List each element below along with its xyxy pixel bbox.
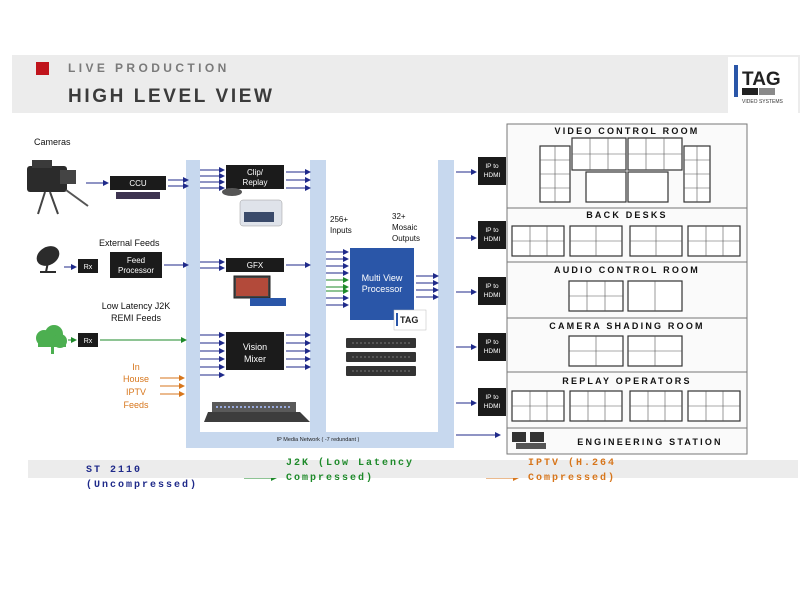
outputs-label-2: Mosaic xyxy=(392,223,417,232)
clip-replay-box xyxy=(226,165,284,189)
vision-mixer-box xyxy=(226,332,284,370)
replay-device-icon xyxy=(222,188,283,227)
gfx-box xyxy=(226,258,284,272)
tag-logo: TAG VIDEO SYSTEMS xyxy=(728,57,798,113)
tag-logo-mark: TAG VIDEO SYSTEMS xyxy=(734,65,784,105)
rx-label-external: Rx xyxy=(84,264,93,271)
feed-processor-box xyxy=(110,252,162,278)
rx-box-remi xyxy=(78,333,98,347)
clip-label-2: Replay xyxy=(243,178,268,187)
ip-to-hdmi-boxes xyxy=(478,157,506,416)
room-title-back-desks: BACK DESKS xyxy=(586,210,668,220)
room-title-engineering: ENGINEERING STATION xyxy=(577,437,723,447)
room-title-replay-operators: REPLAY OPERATORS xyxy=(562,376,692,386)
ip-hdmi-5b: HDMI xyxy=(484,403,501,410)
mv-tag-text: TAG xyxy=(400,315,418,325)
rx-box-external xyxy=(78,259,98,273)
vision-mixer-label-1: Vision xyxy=(243,342,267,352)
inputs-label-1: 256+ xyxy=(330,215,348,224)
j2k-arrows xyxy=(68,277,349,343)
mv-label-1: Multi View xyxy=(362,273,403,283)
header-band xyxy=(12,55,800,113)
remi-feeds-label: REMI Feeds xyxy=(110,313,161,323)
feed-processor-label-1: Feed xyxy=(127,256,145,265)
multiview-processor-box xyxy=(350,248,414,320)
ccu-label: CCU xyxy=(129,179,147,188)
monitor-gridlines xyxy=(512,138,740,421)
ip-network-label: IP Media Network ( -7 redundant ) xyxy=(276,437,360,443)
ccu-box xyxy=(110,176,166,190)
cameras-label: Cameras xyxy=(34,137,71,147)
st2110-arrows xyxy=(64,167,501,438)
legend-st2110-line2: (Uncompressed) xyxy=(86,480,199,491)
server-rack-icon xyxy=(346,338,416,376)
low-latency-label: Low Latency J2K xyxy=(101,301,171,311)
iptv-arrows xyxy=(160,375,185,397)
header-red-square xyxy=(36,62,49,75)
legend-j2k-line2: Compressed) xyxy=(286,473,375,484)
room-title-camera-shading: CAMERA SHADING ROOM xyxy=(549,321,705,331)
brand-sub-text: VIDEO SYSTEMS xyxy=(742,99,784,105)
page-title: HIGH LEVEL VIEW xyxy=(68,86,275,107)
ip-media-network xyxy=(186,160,454,448)
legend-iptv-line1: IPTV (H.264 xyxy=(528,458,617,469)
room-title-video-control: VIDEO CONTROL ROOM xyxy=(554,126,700,136)
outputs-label-1: 32+ xyxy=(392,212,406,221)
iptv-label: IPTV xyxy=(125,387,146,397)
vision-mixer-label-2: Mixer xyxy=(244,354,266,364)
legend-j2k-line1: J2K (Low Latency xyxy=(286,458,415,469)
gfx-workstation-icon xyxy=(233,275,286,306)
mv-tag-badge: TAG xyxy=(393,309,427,331)
ip-hdmi-4b: HDMI xyxy=(484,348,501,355)
ip-hdmi-5a: IP to xyxy=(485,394,499,401)
header-kicker: LIVE PRODUCTION xyxy=(68,61,230,75)
ip-hdmi-1a: IP to xyxy=(485,163,499,170)
ip-hdmi-4a: IP to xyxy=(485,339,499,346)
ip-to-hdmi-labels: IP to HDMI IP to HDMI IP to HDMI IP to H… xyxy=(484,163,501,410)
external-feeds-label: External Feeds xyxy=(99,238,160,248)
ip-hdmi-3a: IP to xyxy=(485,283,499,290)
in-house-label: In xyxy=(132,362,140,372)
feeds-label: Feeds xyxy=(123,400,149,410)
feed-processor-label-2: Processor xyxy=(118,266,154,275)
ip-hdmi-3b: HDMI xyxy=(484,292,501,299)
inputs-label-2: Inputs xyxy=(330,226,352,235)
legend-band xyxy=(28,460,798,478)
mv-label-2: Processor xyxy=(362,284,403,294)
rx-label-remi: Rx xyxy=(84,338,93,345)
ccu-device xyxy=(116,192,160,199)
mixer-panel-icon xyxy=(204,402,310,422)
engineering-station-icon xyxy=(512,432,546,449)
clip-label-1: Clip/ xyxy=(247,168,264,177)
gfx-label: GFX xyxy=(247,261,264,270)
satellite-dish-icon xyxy=(36,246,60,273)
room-title-audio-control: AUDIO CONTROL ROOM xyxy=(554,265,700,275)
legend-iptv-line2: Compressed) xyxy=(528,473,617,484)
camera-icon xyxy=(27,160,89,215)
legend-st2110-line1: ST 2110 xyxy=(86,465,143,476)
ip-hdmi-1b: HDMI xyxy=(484,172,501,179)
house-label: House xyxy=(122,374,149,384)
outputs-label-3: Outputs xyxy=(392,234,420,243)
ip-hdmi-2a: IP to xyxy=(485,227,499,234)
brand-text: TAG xyxy=(742,69,781,90)
cloud-icon xyxy=(36,325,67,354)
ip-hdmi-2b: HDMI xyxy=(484,236,501,243)
